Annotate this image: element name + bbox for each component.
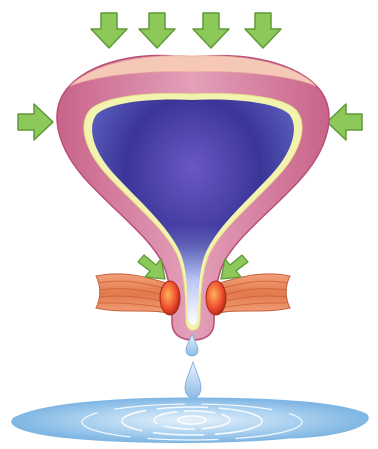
puddle-shape: [12, 398, 368, 443]
left-sphincter-ring: [160, 281, 180, 315]
down-arrow-icon: [91, 13, 127, 48]
down-arrow-icon: [193, 13, 229, 48]
right-sphincter-ring: [206, 281, 226, 315]
left-arrow-icon: [327, 104, 362, 140]
right-arrow-icon: [18, 104, 53, 140]
urine-droplets: [185, 334, 201, 398]
urine-puddle: [12, 398, 368, 443]
top-arrows: [91, 13, 281, 48]
diagonal-down-right-arrow-icon: [138, 255, 165, 279]
droplet-large: [185, 362, 201, 398]
diagonal-down-left-arrow-icon: [221, 255, 248, 279]
down-arrow-icon: [245, 13, 281, 48]
down-arrow-icon: [139, 13, 175, 48]
